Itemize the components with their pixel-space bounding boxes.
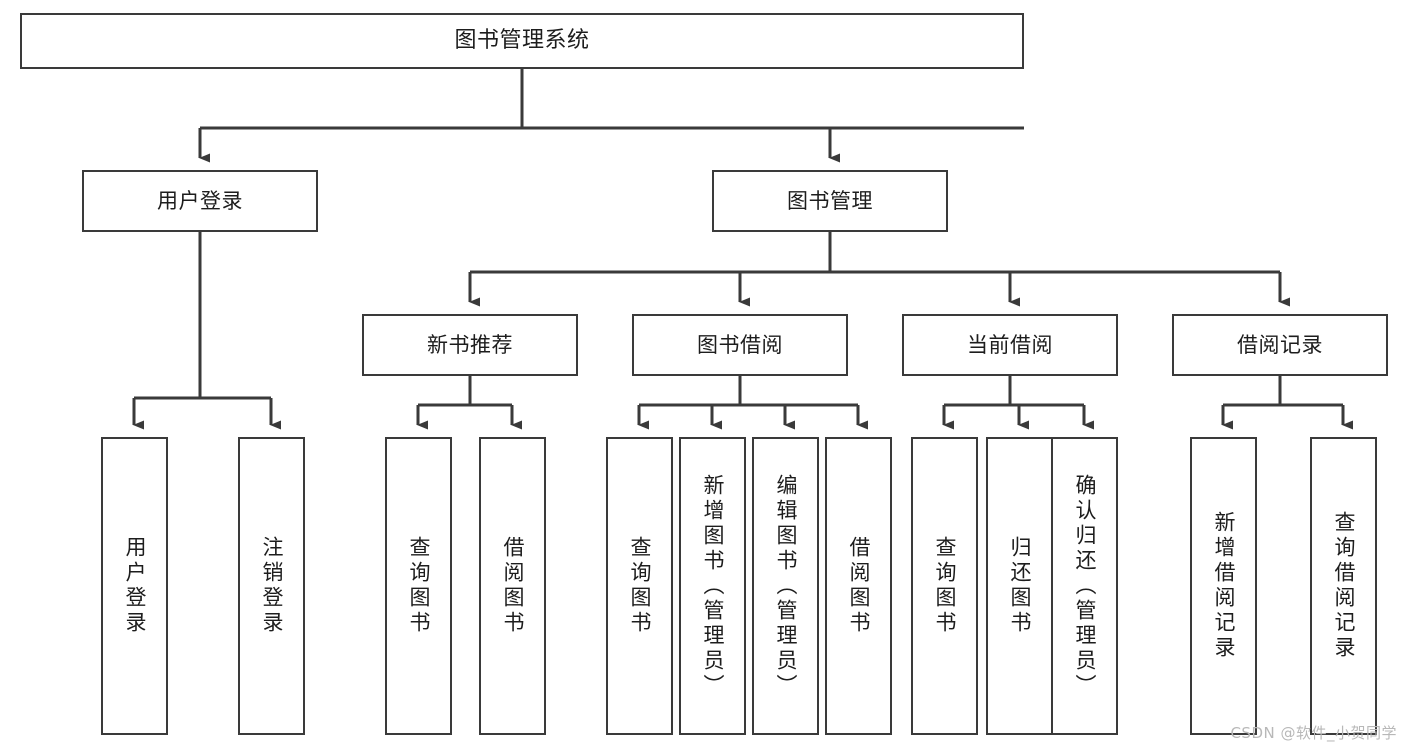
node-label: 用户登录 [123, 536, 147, 636]
leaf-query-borrow-record[interactable]: 查询借阅记录 [1310, 437, 1377, 735]
node-user-login[interactable]: 用户登录 [82, 170, 318, 232]
node-label: 图书管理系统 [454, 28, 590, 54]
watermark: CSDN @软件_小贺同学 [1230, 724, 1397, 742]
node-borrow-record[interactable]: 借阅记录 [1172, 314, 1388, 376]
leaf-logout[interactable]: 注销登录 [238, 437, 305, 735]
leaf-return-book[interactable]: 归还图书 [986, 437, 1053, 735]
node-label: 新增图书（管理员） [701, 473, 725, 699]
node-label: 借阅记录 [1237, 332, 1323, 357]
node-label: 借阅图书 [847, 536, 871, 636]
node-label: 图书管理 [787, 188, 873, 213]
leaf-add-book-admin[interactable]: 新增图书（管理员） [679, 437, 746, 735]
leaf-confirm-return-admin[interactable]: 确认归还（管理员） [1051, 437, 1118, 735]
leaf-query-book-current[interactable]: 查询图书 [911, 437, 978, 735]
node-label: 图书借阅 [697, 332, 783, 357]
leaf-query-book-borrow[interactable]: 查询图书 [606, 437, 673, 735]
node-label: 编辑图书（管理员） [774, 473, 798, 699]
node-label: 当前借阅 [967, 332, 1053, 357]
node-label: 用户登录 [157, 188, 243, 213]
node-label: 注销登录 [260, 536, 284, 636]
leaf-query-book-recommend[interactable]: 查询图书 [385, 437, 452, 735]
leaf-add-borrow-record[interactable]: 新增借阅记录 [1190, 437, 1257, 735]
leaf-edit-book-admin[interactable]: 编辑图书（管理员） [752, 437, 819, 735]
node-label: 新书推荐 [427, 332, 513, 357]
node-book-management[interactable]: 图书管理 [712, 170, 948, 232]
node-label: 查询借阅记录 [1332, 511, 1356, 661]
node-label: 归还图书 [1008, 536, 1032, 636]
node-label: 借阅图书 [501, 536, 525, 636]
node-label: 查询图书 [407, 536, 431, 636]
node-new-book-recommend[interactable]: 新书推荐 [362, 314, 578, 376]
node-current-borrow[interactable]: 当前借阅 [902, 314, 1118, 376]
node-book-borrow[interactable]: 图书借阅 [632, 314, 848, 376]
leaf-borrow-book-recommend[interactable]: 借阅图书 [479, 437, 546, 735]
leaf-borrow-book[interactable]: 借阅图书 [825, 437, 892, 735]
leaf-user-login[interactable]: 用户登录 [101, 437, 168, 735]
node-label: 新增借阅记录 [1212, 511, 1236, 661]
node-label: 查询图书 [628, 536, 652, 636]
node-label: 查询图书 [933, 536, 957, 636]
node-label: 确认归还（管理员） [1073, 473, 1097, 699]
node-root-system[interactable]: 图书管理系统 [20, 13, 1024, 69]
